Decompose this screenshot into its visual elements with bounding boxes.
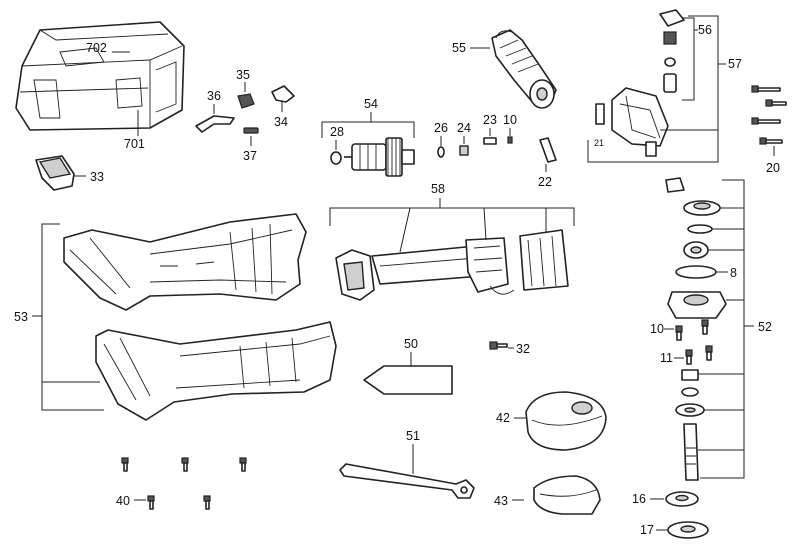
housing-half-upper — [63, 213, 307, 311]
part-55 — [491, 29, 557, 109]
part-24 — [459, 145, 469, 156]
label-17: 17 — [640, 523, 654, 537]
label-34: 34 — [274, 115, 288, 129]
part-22 — [539, 137, 557, 163]
label-28: 28 — [330, 125, 344, 139]
label-54: 54 — [364, 97, 378, 111]
part-26 — [437, 146, 445, 158]
part-16-flange — [665, 491, 699, 507]
part-54-armature — [344, 137, 415, 177]
label-56: 56 — [698, 23, 712, 37]
label-37: 37 — [243, 149, 257, 163]
part-58-electronics — [335, 207, 569, 301]
label-24: 24 — [457, 121, 471, 135]
label-10b: 10 — [650, 322, 664, 336]
label-701: 701 — [124, 137, 145, 151]
part-52-stack — [665, 177, 744, 481]
label-53: 53 — [14, 310, 28, 324]
label-23: 23 — [483, 113, 497, 127]
part-56 — [659, 9, 685, 93]
part-35 — [237, 93, 255, 109]
carry-case — [15, 21, 185, 131]
label-32: 32 — [516, 342, 530, 356]
part-42-guard — [525, 391, 607, 451]
part-34 — [271, 85, 295, 103]
label-40: 40 — [116, 494, 130, 508]
label-55: 55 — [452, 41, 466, 55]
label-51: 51 — [406, 429, 420, 443]
part-20-screws — [751, 85, 787, 145]
label-8: 8 — [730, 266, 737, 280]
label-57: 57 — [728, 57, 742, 71]
part-37 — [243, 127, 259, 134]
part-32 — [489, 341, 508, 350]
label-52: 52 — [758, 320, 772, 334]
label-21: 21 — [594, 138, 604, 148]
label-11: 11 — [660, 351, 673, 365]
label-20: 20 — [766, 161, 780, 175]
part-50-plate — [363, 365, 453, 395]
label-26: 26 — [434, 121, 448, 135]
part-28 — [330, 151, 342, 165]
part-43-guard — [533, 475, 601, 515]
part-57-housing — [595, 87, 718, 157]
part-10a — [507, 136, 513, 144]
part-33 — [35, 155, 75, 191]
label-42: 42 — [496, 411, 510, 425]
label-22: 22 — [538, 175, 552, 189]
part-17-nut — [667, 521, 709, 539]
label-50: 50 — [404, 337, 418, 351]
label-33: 33 — [90, 170, 104, 184]
label-58: 58 — [431, 182, 445, 196]
label-35: 35 — [236, 68, 250, 82]
label-10a: 10 — [503, 113, 517, 127]
part-23 — [483, 137, 497, 145]
housing-half-lower — [42, 321, 337, 421]
label-43: 43 — [494, 494, 508, 508]
label-702: 702 — [86, 41, 107, 55]
part-51-spanner — [339, 463, 475, 499]
part-36 — [195, 115, 235, 133]
label-36: 36 — [207, 89, 221, 103]
part-40-screws — [121, 457, 247, 510]
label-16: 16 — [632, 492, 646, 506]
